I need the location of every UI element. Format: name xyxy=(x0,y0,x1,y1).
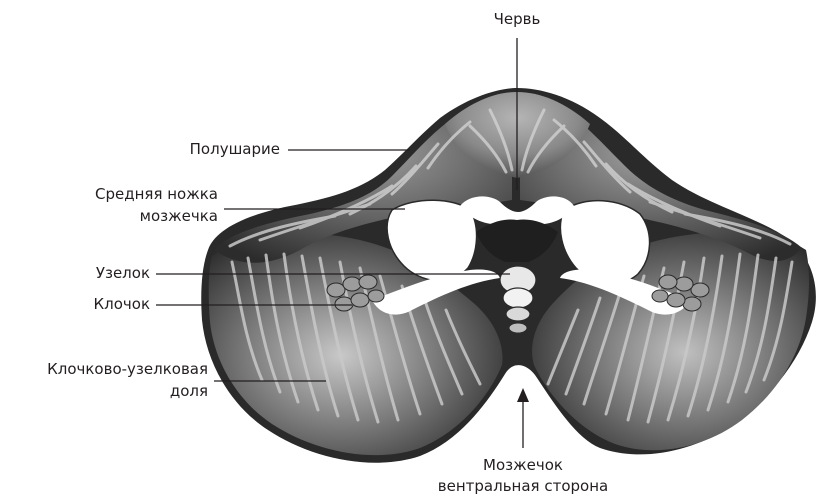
flocculonodular-label-line1: Клочково-узелковая xyxy=(4,360,208,379)
caption-arrowhead xyxy=(517,388,529,402)
vermis-label: Червь xyxy=(470,10,564,29)
nodulus-label: Узелок xyxy=(40,264,150,283)
middle-peduncle-label-line2: мозжечка xyxy=(20,207,218,226)
caption-line2: вентральная сторона xyxy=(400,477,646,496)
hemisphere-label: Полушарие xyxy=(120,140,280,159)
middle-peduncle-label-line1: Средняя ножка xyxy=(20,185,218,204)
flocculonodular-label-line2: доля xyxy=(4,382,208,401)
flocculus-label: Клочок xyxy=(40,295,150,314)
caption-line1: Мозжечок xyxy=(400,456,646,475)
